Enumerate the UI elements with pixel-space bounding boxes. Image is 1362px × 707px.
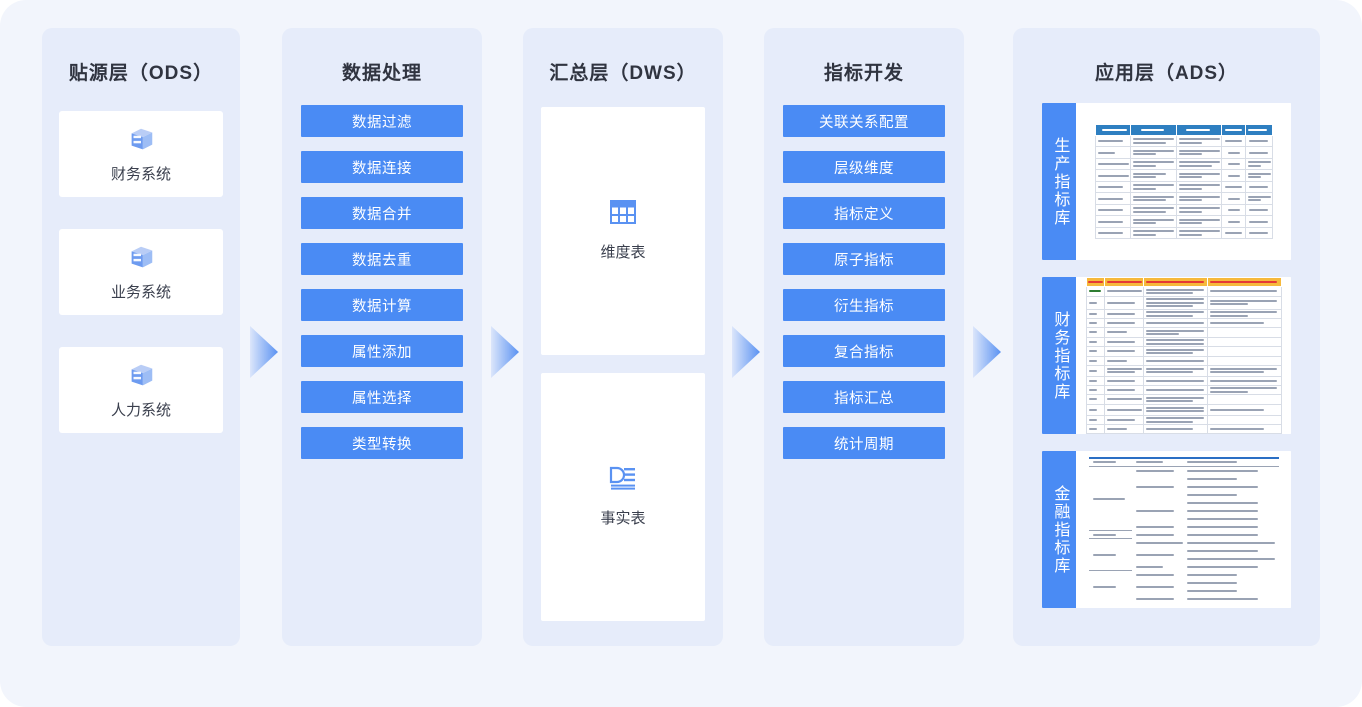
arrow-ods-to-process: [248, 324, 280, 380]
arrow-dws-to-indicator: [730, 324, 762, 380]
column-title-data-processing: 数据处理: [341, 63, 422, 84]
column-title-ods: 贴源层（ODS）: [68, 63, 214, 84]
step-indicator-summary[interactable]: 指标汇总: [783, 381, 945, 413]
column-title-indicator-development: 指标开发: [823, 63, 904, 84]
step-attribute-select[interactable]: 属性选择: [301, 381, 463, 413]
plain-table-thumb: [1085, 456, 1282, 600]
source-system-label: 人力系统: [110, 402, 171, 419]
ads-label-financial: 金融指标库: [1051, 484, 1069, 575]
dimension-table-card[interactable]: 维度表: [541, 107, 705, 355]
column-data-processing: 数据处理 数据过滤 数据连接 数据合并 数据去重 数据计算 属性添加 属性选择 …: [282, 28, 482, 646]
step-data-join[interactable]: 数据连接: [301, 151, 463, 183]
ads-card-side-label: 生产指标库: [1042, 103, 1076, 260]
server-icon: [126, 360, 156, 390]
ads-label-production: 生产指标库: [1051, 136, 1069, 227]
source-system-card-hr[interactable]: 人力系统: [59, 347, 223, 433]
ads-card-finance-indicators[interactable]: 财务指标库: [1042, 277, 1291, 434]
step-data-merge[interactable]: 数据合并: [301, 197, 463, 229]
dws-card-list: 维度表 事实表: [523, 107, 723, 621]
column-indicator-development: 指标开发 关联关系配置 层级维度 指标定义 原子指标 衍生指标 复合指标 指标汇…: [764, 28, 964, 646]
ads-thumbnail-production: [1076, 103, 1291, 260]
ads-thumbnail-financial: [1076, 451, 1291, 608]
arrow-indicator-to-ads: [971, 324, 1003, 380]
table-grid-icon: [610, 200, 636, 229]
server-icon: [126, 124, 156, 154]
step-data-filter[interactable]: 数据过滤: [301, 105, 463, 137]
step-attribute-add[interactable]: 属性添加: [301, 335, 463, 367]
step-derived-indicator[interactable]: 衍生指标: [783, 289, 945, 321]
source-system-label: 财务系统: [110, 166, 171, 183]
source-system-card-finance[interactable]: 财务系统: [59, 111, 223, 197]
column-title-ads: 应用层（ADS）: [1094, 63, 1239, 84]
step-relation-config[interactable]: 关联关系配置: [783, 105, 945, 137]
step-data-dedup[interactable]: 数据去重: [301, 243, 463, 275]
source-system-label: 业务系统: [110, 284, 171, 301]
column-ods: 贴源层（ODS） 财务系统: [42, 28, 240, 646]
step-indicator-definition[interactable]: 指标定义: [783, 197, 945, 229]
ads-card-production-indicators[interactable]: 生产指标库: [1042, 103, 1291, 260]
ads-card-list: 生产指标库: [1013, 103, 1320, 608]
step-data-compute[interactable]: 数据计算: [301, 289, 463, 321]
step-statistical-period[interactable]: 统计周期: [783, 427, 945, 459]
data-list-icon: [609, 466, 637, 495]
source-system-card-business[interactable]: 业务系统: [59, 229, 223, 315]
fact-table-card[interactable]: 事实表: [541, 373, 705, 621]
step-atomic-indicator[interactable]: 原子指标: [783, 243, 945, 275]
column-dws: 汇总层（DWS） 维度表: [523, 28, 723, 646]
ads-card-financial-indicators[interactable]: 金融指标库: [1042, 451, 1291, 608]
table-top-rule: [1088, 456, 1279, 459]
ads-label-finance: 财务指标库: [1051, 310, 1069, 401]
step-composite-indicator[interactable]: 复合指标: [783, 335, 945, 367]
column-title-dws: 汇总层（DWS）: [549, 63, 697, 84]
step-type-convert[interactable]: 类型转换: [301, 427, 463, 459]
dimension-table-label: 维度表: [600, 244, 646, 261]
ods-card-list: 财务系统 业务系统: [42, 111, 240, 433]
fact-table-label: 事实表: [600, 510, 646, 527]
processing-step-list: 数据过滤 数据连接 数据合并 数据去重 数据计算 属性添加 属性选择 类型转换: [282, 105, 482, 459]
ads-thumbnail-finance: [1076, 277, 1291, 434]
blue-header-table-thumb: [1091, 119, 1276, 244]
arrow-process-to-dws: [489, 324, 521, 380]
server-icon: [126, 242, 156, 272]
ads-card-side-label: 金融指标库: [1042, 451, 1076, 608]
step-hierarchy-dimension[interactable]: 层级维度: [783, 151, 945, 183]
column-ads: 应用层（ADS） 生产指标库: [1013, 28, 1320, 646]
ads-card-side-label: 财务指标库: [1042, 277, 1076, 434]
indicator-step-list: 关联关系配置 层级维度 指标定义 原子指标 衍生指标 复合指标 指标汇总 统计周…: [764, 105, 964, 459]
orange-header-table-thumb: [1083, 277, 1284, 434]
